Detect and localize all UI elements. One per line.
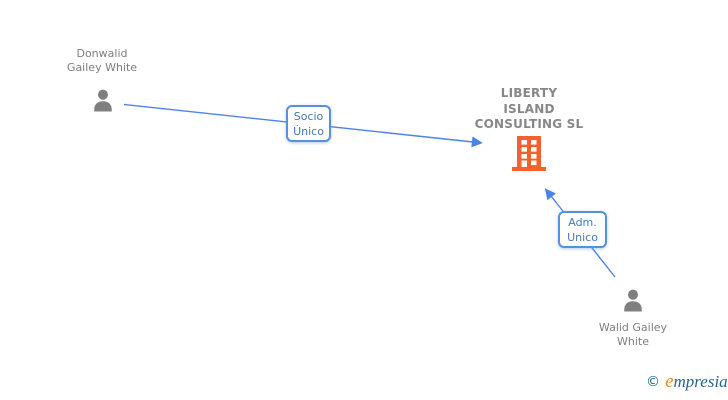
relation-box-socio-unico[interactable]: Socio Único bbox=[286, 105, 331, 142]
person-name-donwalid[interactable]: Donwalid Gailey White bbox=[50, 47, 154, 75]
brand-initial: e bbox=[665, 371, 674, 392]
building-icon[interactable] bbox=[511, 134, 547, 176]
company-name-line: LIBERTY bbox=[500, 86, 558, 100]
relation-label-line: Adm. bbox=[568, 215, 597, 229]
copyright-icon: © bbox=[646, 374, 660, 390]
company-name-line: ISLAND bbox=[503, 101, 555, 116]
person-name-line: White bbox=[617, 335, 649, 348]
empresia-brand-text: empresia bbox=[665, 371, 728, 392]
person-name-line: Donwalid bbox=[76, 47, 128, 60]
company-name-line: CONSULTING SL bbox=[474, 117, 584, 131]
relation-label-line: Unico bbox=[567, 230, 598, 244]
relation-box-adm-unico[interactable]: Adm. Unico bbox=[558, 211, 607, 248]
person-name-walid[interactable]: Walid Gailey White bbox=[581, 321, 685, 349]
person-icon[interactable] bbox=[619, 287, 647, 319]
relation-label-line: Único bbox=[293, 124, 324, 138]
empresia-logo[interactable]: © empresia bbox=[646, 371, 728, 393]
company-name[interactable]: LIBERTY ISLAND CONSULTING SL bbox=[459, 86, 599, 133]
brand-rest: mpresia bbox=[673, 372, 728, 391]
person-name-line: Walid Gailey bbox=[598, 321, 668, 334]
person-name-line: Gailey White bbox=[66, 61, 138, 74]
person-icon[interactable] bbox=[89, 87, 117, 119]
relation-label-line: Socio bbox=[293, 109, 324, 123]
